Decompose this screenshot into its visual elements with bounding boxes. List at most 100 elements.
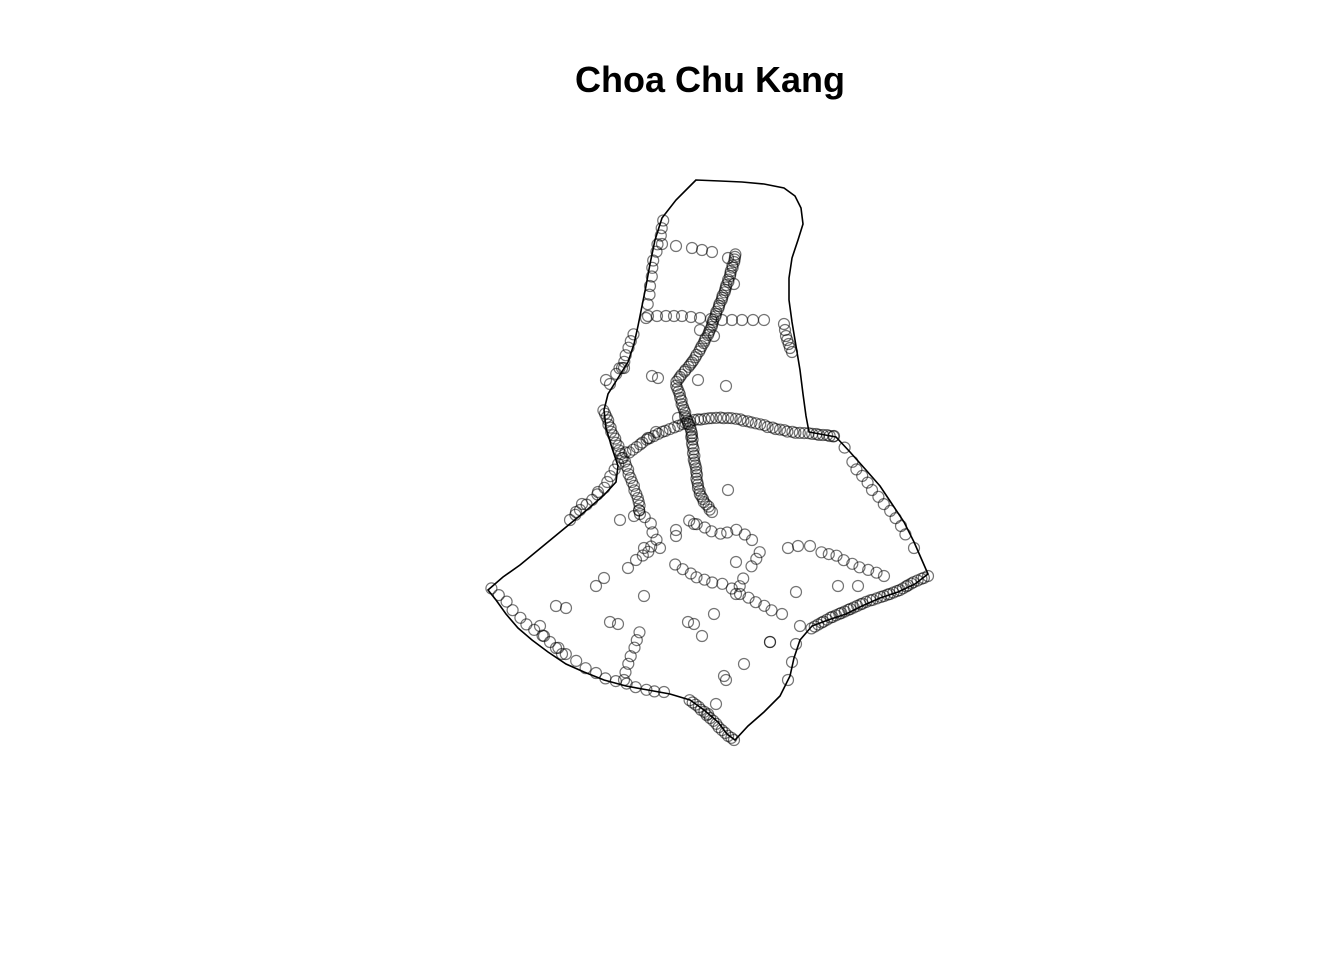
point-marker <box>721 483 735 497</box>
point-marker <box>877 569 891 583</box>
point-marker <box>853 561 866 574</box>
point-marker <box>687 517 701 531</box>
point-marker <box>597 571 611 585</box>
point-marker <box>735 313 749 327</box>
point-marker <box>690 462 703 475</box>
point-marker <box>705 505 719 519</box>
point-marker <box>670 375 683 388</box>
point-marker <box>907 541 921 555</box>
point-marker <box>685 430 698 444</box>
point-marker <box>705 412 718 425</box>
point-marker <box>715 294 728 307</box>
point-marker <box>757 313 771 327</box>
point-marker <box>705 245 719 259</box>
point-marker <box>651 238 664 251</box>
point-marker <box>823 429 836 443</box>
point-marker <box>721 526 734 539</box>
point-marker <box>639 311 653 325</box>
boundary-layer <box>486 179 929 742</box>
point-marker <box>781 425 794 438</box>
point-marker <box>693 484 706 497</box>
point-marker <box>725 731 738 744</box>
point-marker <box>621 463 635 476</box>
point-marker <box>608 463 621 476</box>
point-marker <box>791 539 805 553</box>
point-marker <box>612 439 625 452</box>
point-marker <box>785 655 799 669</box>
point-marker <box>877 498 890 511</box>
point-marker <box>627 328 640 341</box>
point-marker <box>629 553 643 567</box>
point-marker <box>630 633 643 647</box>
region-boundary <box>486 179 929 742</box>
point-marker <box>737 657 751 671</box>
point-marker <box>691 373 705 387</box>
point-marker <box>624 650 637 663</box>
point-marker <box>712 302 725 315</box>
point-marker <box>719 673 733 687</box>
point-marker <box>781 673 795 687</box>
point-marker <box>727 277 741 291</box>
point-marker <box>815 546 828 559</box>
point-marker <box>559 601 573 615</box>
point-marker <box>636 549 649 562</box>
point-marker <box>589 666 603 680</box>
point-marker <box>506 604 519 617</box>
point-marker <box>690 468 704 481</box>
point-marker <box>707 329 721 343</box>
point-marker <box>555 647 569 661</box>
point-marker <box>754 418 767 431</box>
point-marker <box>646 526 659 539</box>
point-marker <box>619 349 632 362</box>
point-marker <box>598 481 611 494</box>
point-marker <box>745 560 758 573</box>
point-marker <box>717 412 730 425</box>
point-marker <box>718 286 731 299</box>
point-marker <box>669 239 683 253</box>
point-marker <box>552 641 565 654</box>
point-marker <box>559 647 572 661</box>
point-marker <box>520 618 533 631</box>
point-marker <box>830 549 843 562</box>
point-marker <box>599 373 613 387</box>
point-marker <box>798 427 811 440</box>
point-marker <box>765 604 778 617</box>
point-marker <box>707 607 721 621</box>
point-marker <box>737 414 750 427</box>
point-marker <box>709 697 723 711</box>
point-marker <box>609 432 622 445</box>
point-marker <box>862 563 875 577</box>
point-marker <box>793 619 807 633</box>
point-marker <box>846 557 859 570</box>
point-marker <box>637 589 651 603</box>
point-marker <box>621 561 635 575</box>
point-marker <box>627 479 641 492</box>
point-marker <box>789 426 802 439</box>
point-marker <box>628 641 641 654</box>
point-marker <box>613 513 627 527</box>
point-marker <box>602 414 615 427</box>
point-marker <box>569 505 583 519</box>
point-marker <box>687 617 701 631</box>
point-marker <box>685 429 699 443</box>
point-marker <box>633 499 646 512</box>
point-marker <box>831 579 845 593</box>
point-marker <box>715 313 729 327</box>
point-marker <box>698 521 711 534</box>
point-marker <box>693 323 707 337</box>
point-marker <box>846 455 859 468</box>
point-marker <box>641 298 654 311</box>
point-marker <box>729 412 743 425</box>
point-marker <box>681 615 695 629</box>
point-marker <box>710 411 723 424</box>
point-marker <box>837 554 850 567</box>
point-marker <box>617 673 631 687</box>
point-marker <box>921 569 935 583</box>
point-marker <box>822 547 835 561</box>
point-marker <box>761 420 774 434</box>
point-marker <box>684 310 698 324</box>
point-marker <box>758 419 771 432</box>
point-marker <box>549 599 563 613</box>
point-marker <box>721 251 735 265</box>
point-marker <box>865 483 879 497</box>
